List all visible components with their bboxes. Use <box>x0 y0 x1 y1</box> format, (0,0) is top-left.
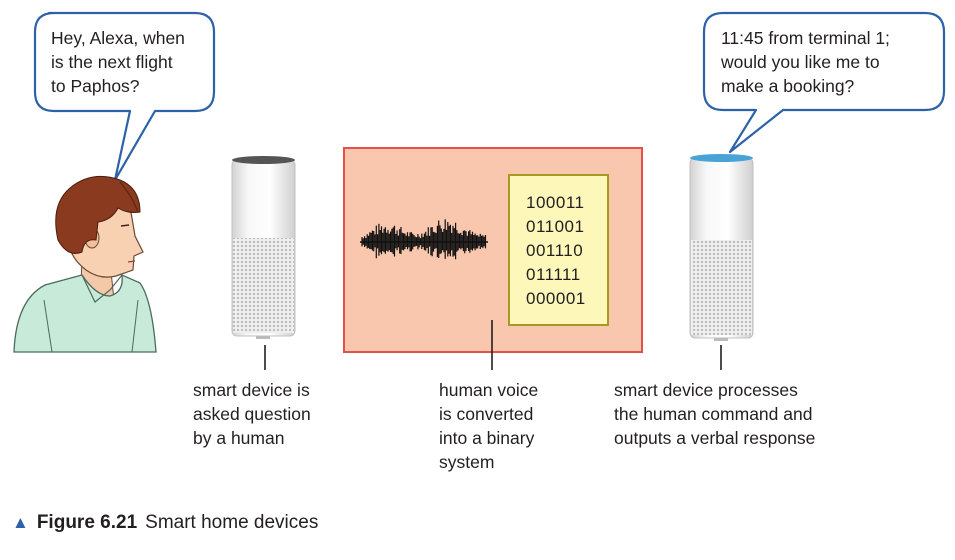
figure-title: Smart home devices <box>145 512 319 533</box>
caption-line: is converted <box>439 404 534 424</box>
figure-caption: ▲ Figure 6.21 Smart home devices <box>12 512 318 534</box>
caption-middle: human voice is converted into a binary s… <box>439 378 538 474</box>
caption-line: system <box>439 452 495 472</box>
binary-line: 001110 <box>526 241 584 260</box>
figure-label: Figure 6.21 <box>36 512 138 533</box>
smart-speaker-left <box>231 156 296 339</box>
caption-line: asked question <box>193 404 311 424</box>
binary-line: 100011 <box>526 193 585 212</box>
caption-line: human voice <box>439 380 539 400</box>
speech-line: would you like me to <box>721 52 880 72</box>
binary-lines: 100011 011001 001110 011111 000001 <box>526 191 586 311</box>
person-illustration <box>13 175 157 353</box>
sound-waveform <box>360 219 488 260</box>
speech-text-left: Hey, Alexa, when is the next flight to P… <box>51 26 185 98</box>
caption-line: outputs a verbal response <box>614 428 816 448</box>
caption-right: smart device processes the human command… <box>614 378 815 450</box>
caption-line: smart device processes <box>614 380 798 400</box>
caption-line: by a human <box>193 428 285 448</box>
caption-line: into a binary <box>439 428 535 448</box>
speech-line: Hey, Alexa, when <box>51 28 185 48</box>
binary-line: 011001 <box>526 217 585 236</box>
smart-speaker-right <box>689 154 754 341</box>
speech-line: to Paphos? <box>51 76 140 96</box>
speech-text-right: 11:45 from terminal 1; would you like me… <box>721 26 890 98</box>
caption-left: smart device is asked question by a huma… <box>193 378 311 450</box>
speech-bubble-right <box>702 11 946 154</box>
binary-line: 000001 <box>526 289 586 308</box>
triangle-marker-icon: ▲ <box>12 513 29 532</box>
speech-line: make a booking? <box>721 76 855 96</box>
binary-line: 011111 <box>526 265 581 284</box>
caption-line: the human command and <box>614 404 813 424</box>
caption-line: smart device is <box>193 380 310 400</box>
speech-line: 11:45 from terminal 1; <box>721 28 890 48</box>
speech-line: is the next flight <box>51 52 173 72</box>
binary-output-box: 100011 011001 001110 011111 000001 <box>508 174 609 326</box>
